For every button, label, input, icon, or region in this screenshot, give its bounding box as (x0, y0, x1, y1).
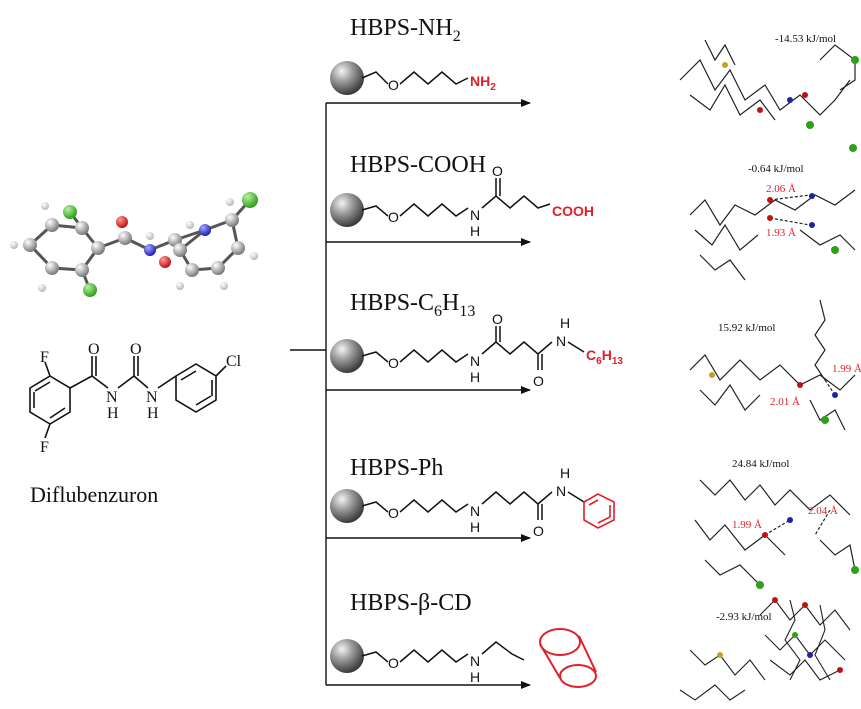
atom-n-left: N (106, 389, 118, 406)
binding-energy-nh2: -14.53 kJ/mol (775, 33, 836, 45)
atom-h-right: H (147, 405, 159, 422)
diflubenzuron-structure (29, 356, 227, 439)
branch-cd: HBPS-β-CD O N H (330, 590, 597, 688)
branch-title: HBPS-NH2 (350, 15, 461, 45)
carbonyl-o-1: O (492, 311, 503, 327)
branch-ph: HBPS-Ph O N H O H N (330, 455, 615, 539)
linker-h: H (470, 519, 480, 535)
diflubenzuron-atoms (10, 192, 258, 297)
end-group: C6H13 (586, 347, 623, 367)
docking-model-ph (694, 479, 859, 589)
branch-title: HBPS-C6H13 (350, 290, 475, 320)
linker-o: O (388, 355, 399, 371)
atom-cl: Cl (226, 353, 242, 370)
linker-o: O (388, 655, 399, 671)
distance-cooh-2: 1.93 Å (766, 227, 796, 239)
distance-c6h13-2: 2.01 Å (770, 396, 800, 408)
end-group: COOH (552, 203, 594, 219)
diflubenzuron-3d-model (28, 198, 252, 291)
linker-o: O (388, 209, 399, 225)
linker-h: H (470, 223, 480, 239)
binding-energy-c6h13: 15.92 kJ/mol (718, 322, 775, 334)
docking-model-c6h13 (689, 299, 856, 431)
distance-ph-2: 2.04 Å (808, 505, 838, 517)
distance-ph-1: 1.99 Å (732, 519, 762, 531)
polymer-bead (330, 639, 364, 673)
linker-o: O (388, 505, 399, 521)
binding-energy-cd: -2.93 kJ/mol (716, 611, 772, 623)
docking-model-nh2 (679, 39, 859, 129)
polymer-bead (330, 193, 364, 227)
branch-title: HBPS-β-CD (350, 590, 472, 616)
distance-cooh-1: 2.06 Å (766, 183, 796, 195)
cyclodextrin-cone (539, 628, 597, 688)
distance-c6h13-1: 1.99 Å (832, 363, 861, 375)
linker-n: N (470, 353, 480, 369)
carbonyl-o: O (533, 523, 544, 539)
polymer-bead (330, 61, 364, 95)
atom-n-right: N (146, 389, 158, 406)
binding-energy-ph: 24.84 kJ/mol (732, 458, 789, 470)
polymer-bead (330, 339, 364, 373)
polymer-bead (330, 489, 364, 523)
carbonyl-o-2: O (533, 373, 544, 389)
end-group: NH2 (470, 73, 496, 93)
branch-nh2: HBPS-NH2 O NH2 (330, 15, 496, 95)
phenyl-ring (583, 493, 615, 529)
amide-h: H (560, 465, 570, 481)
atom-h-left: H (107, 405, 119, 422)
branch-title: HBPS-Ph (350, 455, 443, 481)
docking-model-cooh (689, 144, 857, 281)
amide-h: H (560, 315, 570, 331)
branch-title: HBPS-COOH (350, 152, 486, 178)
linker-n: N (470, 653, 480, 669)
docking-model-cd (679, 597, 851, 701)
carbonyl-o: O (492, 163, 503, 179)
atom-f-bottom: F (40, 439, 49, 456)
linker-o: O (388, 77, 399, 93)
branch-cooh: HBPS-COOH O N H O COOH (330, 152, 594, 239)
branch-c6h13: HBPS-C6H13 O N H O O H N C6H13 (330, 290, 623, 389)
linker-h: H (470, 669, 480, 685)
atom-f-top: F (40, 349, 49, 366)
atom-o-right: O (130, 341, 142, 358)
linker-n: N (470, 207, 480, 223)
amide-n: N (556, 483, 566, 499)
atom-o-left: O (88, 341, 100, 358)
binding-energy-cooh: -0.64 kJ/mol (748, 163, 804, 175)
branch-arrows (290, 99, 531, 689)
linker-h: H (470, 369, 480, 385)
linker-n: N (470, 503, 480, 519)
amide-n: N (556, 333, 566, 349)
compound-name: Diflubenzuron (30, 482, 158, 507)
